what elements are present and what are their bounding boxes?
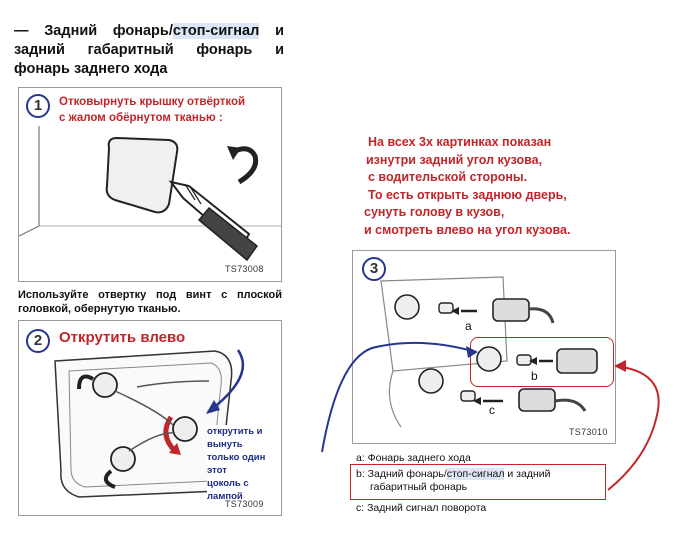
step-2-side-note-line3: цоколь с лампой bbox=[207, 478, 249, 502]
section-title: — Задний фонарь/стоп-сигнал и задний габ… bbox=[14, 22, 284, 79]
step-1-note-line1: Отковырнуть крышку отвёрткой bbox=[59, 96, 246, 108]
title-rest: и задний габаритный фонарь и фонарь задн… bbox=[14, 23, 284, 77]
step-2-note: Открутить влево bbox=[59, 329, 186, 346]
step-1-illustration bbox=[19, 126, 281, 262]
right-note: На всех 3х картинках показан изнутри зад… bbox=[364, 134, 570, 239]
socket-lower-left bbox=[103, 446, 136, 489]
socket-b-highlight-box bbox=[470, 337, 614, 387]
blue-inner-arrow bbox=[207, 349, 245, 413]
right-note-line4: То есть открыть заднюю дверь, bbox=[368, 187, 567, 202]
step-1-note: Отковырнуть крышку отвёрткой с жалом обё… bbox=[59, 94, 245, 126]
red-arrowhead bbox=[614, 360, 626, 372]
step-3-panel: 3 a b c TS73010 bbox=[352, 250, 616, 444]
step-1-panel: 1 Отковырнуть крышку отвёрткой с жалом о… bbox=[18, 87, 282, 282]
legend-c: c: Задний сигнал поворота bbox=[356, 502, 487, 514]
legend-b-line2: габаритный фонарь bbox=[370, 481, 468, 493]
step-3-label-c: c bbox=[489, 403, 495, 417]
title-highlight: стоп-сигнал bbox=[172, 23, 260, 39]
step-3-code: TS73010 bbox=[569, 427, 608, 437]
right-note-line3: с водительской стороны. bbox=[368, 170, 528, 184]
step-2-side-note-line2: только один этот bbox=[207, 452, 266, 476]
step-3-label-a: a bbox=[465, 319, 472, 333]
step-2-side-note-line1: открутить и вынуть bbox=[207, 426, 263, 450]
step-1-code: TS73008 bbox=[225, 264, 264, 274]
socket-upper-left bbox=[77, 372, 118, 398]
legend-b-prefix: b: Задний фонарь/ bbox=[356, 468, 447, 480]
legend-b-rest: и задний bbox=[504, 468, 551, 480]
red-connector-arrow bbox=[607, 365, 660, 491]
step-2-panel: 2 Открутить влево открутить и вынуть тол… bbox=[18, 320, 282, 516]
legend-b: b: Задний фонарь/стоп-сигнал и задний га… bbox=[356, 468, 550, 494]
blue-connector-arrow bbox=[321, 341, 477, 453]
step-1-note-line2: с жалом обёрнутом тканью : bbox=[59, 112, 223, 124]
legend-b-highlight: стоп-сигнал bbox=[446, 468, 505, 480]
step-2-side-note: открутить и вынуть только один этот цоко… bbox=[207, 425, 281, 503]
step-2-code: TS73009 bbox=[225, 499, 264, 509]
right-note-line5: сунуть голову в кузов, bbox=[364, 205, 505, 219]
legend-b-box bbox=[350, 464, 606, 500]
step-2-number: 2 bbox=[26, 329, 50, 353]
right-note-line1: На всех 3х картинках показан bbox=[368, 135, 552, 149]
step-1-instruction: Используйте отвертку под винт с плоской … bbox=[18, 289, 282, 315]
step-1-number: 1 bbox=[26, 94, 50, 118]
socket-right bbox=[163, 415, 198, 455]
step-3-label-b: b bbox=[531, 369, 538, 383]
blue-inner-arrowhead bbox=[206, 400, 220, 414]
blue-arrowhead bbox=[466, 346, 478, 358]
title-prefix: — Задний фонарь/ bbox=[14, 23, 173, 39]
right-note-line2: изнутри задний угол кузова, bbox=[366, 152, 543, 167]
legend-a: a: Фонарь заднего хода bbox=[356, 452, 471, 464]
step-2-illustration bbox=[54, 350, 233, 498]
right-note-line6: и смотреть влево на угол кузова. bbox=[364, 222, 571, 237]
step-3-number: 3 bbox=[362, 257, 386, 281]
step-3-illustration bbox=[380, 276, 598, 428]
